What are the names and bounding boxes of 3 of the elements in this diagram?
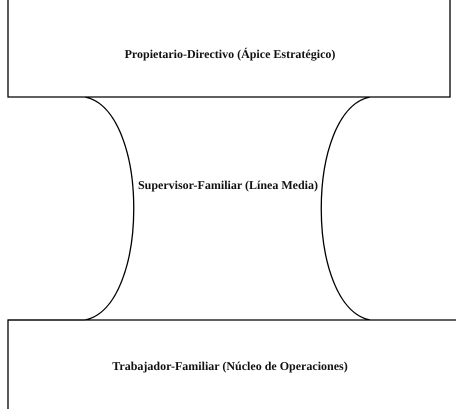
node-label: Trabajador-Familiar (Núcleo de Operaciones) bbox=[111, 359, 349, 374]
node-label: Propietario-Directivo (Ápice Estratégico) bbox=[124, 47, 336, 62]
node-label: Supervisor-Familiar (Línea Media) bbox=[137, 178, 319, 193]
